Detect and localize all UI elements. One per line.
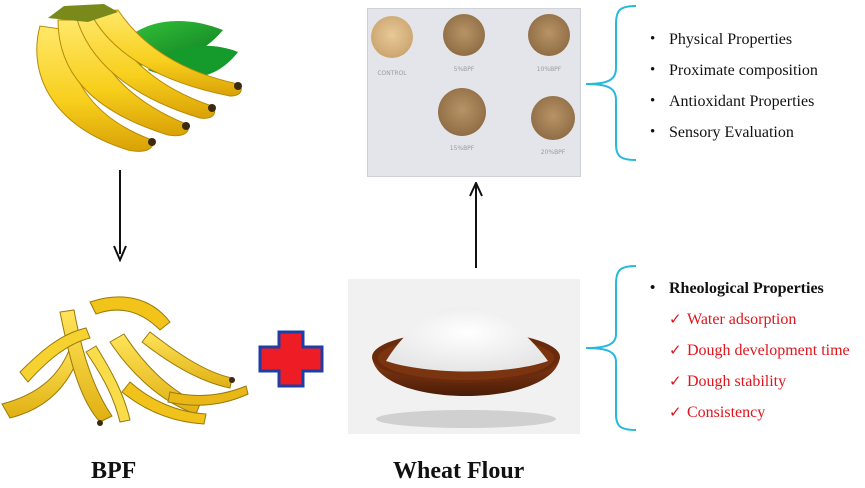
biscuit-label: CONTROL [377,70,407,77]
rheology-brace [582,264,640,432]
bpf-label: BPF [91,458,137,484]
outcome-item: Sensory Evaluation [639,117,818,148]
biscuits-photo: CONTROL 5%BPF 10%BPF 15%BPF 20%BPF [367,8,581,177]
biscuit-label: 5%BPF [454,66,475,73]
outcome-item: Physical Properties [639,24,818,55]
banana-peels-image [0,282,252,432]
bananas-image [18,0,250,160]
wheat-flour-image [348,279,580,434]
down-arrow-icon [112,170,128,262]
rheology-item: Water adsorption [639,304,850,335]
outcome-item: Antioxidant Properties [639,86,818,117]
biscuit-label: 15%BPF [450,145,475,152]
rheology-title: Rheological Properties [639,273,850,304]
rheology-list: Rheological Properties Water adsorption … [639,273,850,428]
biscuit-label: 20%BPF [541,149,566,156]
up-arrow-icon [468,182,484,268]
plus-icon [257,329,325,389]
rheology-item: Consistency [639,397,850,428]
biscuit-label: 10%BPF [537,66,562,73]
outcomes-brace [582,4,640,162]
rheology-item: Dough development time [639,335,850,366]
outcome-item: Proximate composition [639,55,818,86]
outcomes-list: Physical Properties Proximate compositio… [639,24,818,148]
rheology-item: Dough stability [639,366,850,397]
wheat-flour-label: Wheat Flour [393,458,525,484]
